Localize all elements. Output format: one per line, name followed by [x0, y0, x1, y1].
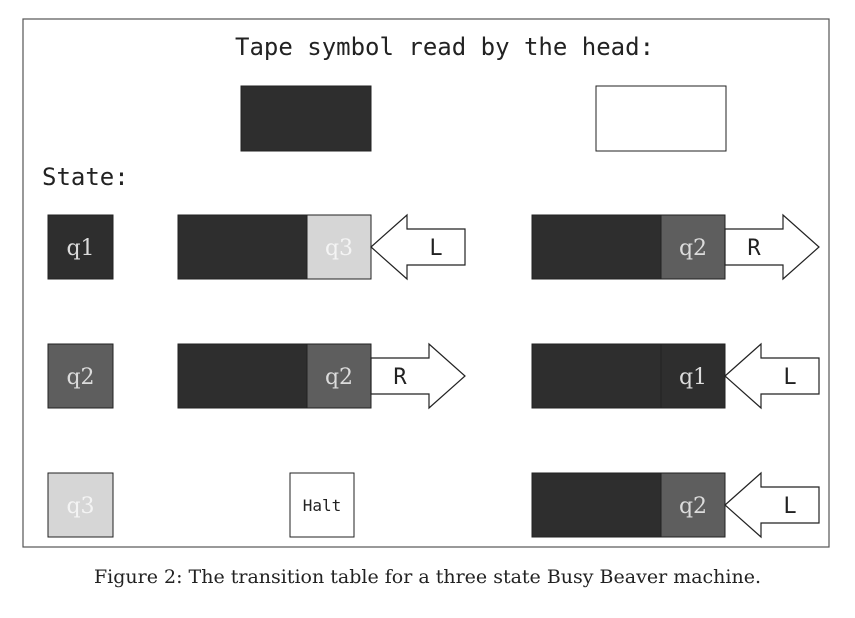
state-q3-box	[47, 472, 114, 538]
move-right-arrow-icon	[724, 213, 820, 281]
header-text: Tape symbol read by the head:	[235, 33, 654, 61]
state-q1-box	[47, 214, 114, 280]
move-label: L	[783, 494, 796, 519]
transition-q3-white: q2 L	[531, 471, 820, 539]
next-state-head	[660, 472, 726, 538]
next-state-head	[660, 343, 726, 409]
state-label: State:	[42, 163, 129, 191]
next-state-label: q2	[325, 365, 353, 390]
move-label: R	[393, 365, 407, 390]
state-q2-label: q2	[66, 365, 94, 390]
state-q3-label: q3	[66, 494, 94, 519]
symbol-white-swatch	[595, 85, 727, 152]
figure-caption: Figure 2: The transition table for a thr…	[93, 566, 762, 588]
move-left-arrow-icon	[370, 213, 466, 281]
symbol-black-swatch	[240, 85, 372, 152]
state-q2: q2	[47, 343, 114, 409]
move-right-arrow-icon	[370, 342, 466, 410]
move-label: R	[747, 236, 761, 261]
halt-box	[289, 472, 355, 538]
next-state-head	[306, 214, 372, 280]
transition-q1-black: q3 L	[177, 213, 466, 281]
move-label: L	[783, 365, 796, 390]
state-q1: q1	[47, 214, 114, 280]
transition-q2-black: q2 R	[177, 342, 466, 410]
state-column: q1 q2 q3	[47, 214, 114, 538]
transition-q1-white: q2 R	[531, 213, 820, 281]
next-state-label: q1	[679, 365, 707, 390]
state-q1-label: q1	[66, 236, 94, 261]
next-state-label: q3	[325, 236, 353, 261]
state-q3: q3	[47, 472, 114, 538]
next-state-head	[306, 343, 372, 409]
state-q2-box	[47, 343, 114, 409]
move-left-arrow-icon	[724, 342, 820, 410]
transition-q3-black: Halt	[289, 472, 355, 538]
next-state-label: q2	[679, 494, 707, 519]
transition-q2-white: q1 L	[531, 342, 820, 410]
next-state-label: q2	[679, 236, 707, 261]
halt-label: Halt	[303, 496, 342, 515]
next-state-head	[660, 214, 726, 280]
move-left-arrow-icon	[724, 471, 820, 539]
move-label: L	[429, 236, 442, 261]
